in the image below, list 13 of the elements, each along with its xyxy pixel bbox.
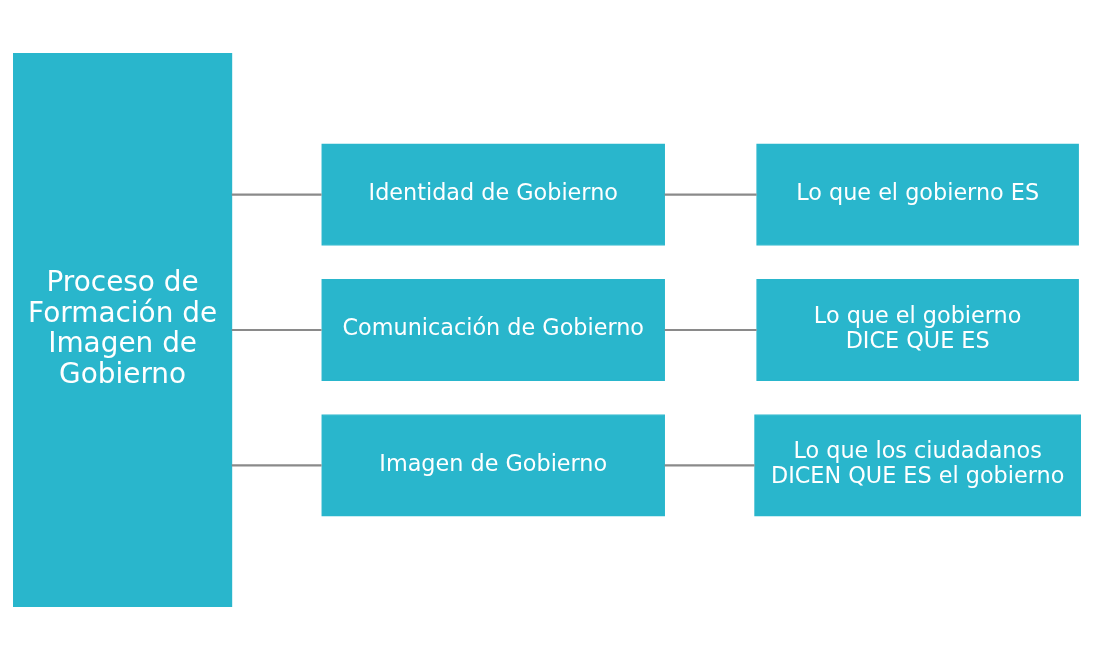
connector bbox=[664, 192, 757, 196]
connector bbox=[664, 463, 755, 467]
node-box: Imagen de Gobierno bbox=[321, 413, 665, 516]
node-box: Proceso de Formación de Imagen de Gobierno bbox=[13, 52, 233, 607]
node-box: Lo que el gobierno ES bbox=[756, 143, 1079, 246]
connector bbox=[231, 463, 322, 467]
node-box: Identidad de Gobierno bbox=[321, 143, 665, 246]
node-box: Lo que el gobierno DICE QUE ES bbox=[756, 278, 1079, 381]
connector bbox=[664, 328, 757, 331]
connector bbox=[231, 328, 322, 331]
node-box: Lo que los ciudadanos DICEN QUE ES el gobierno bbox=[754, 413, 1081, 516]
connector bbox=[231, 192, 322, 196]
node-box: Comunicación de Gobierno bbox=[321, 278, 665, 381]
